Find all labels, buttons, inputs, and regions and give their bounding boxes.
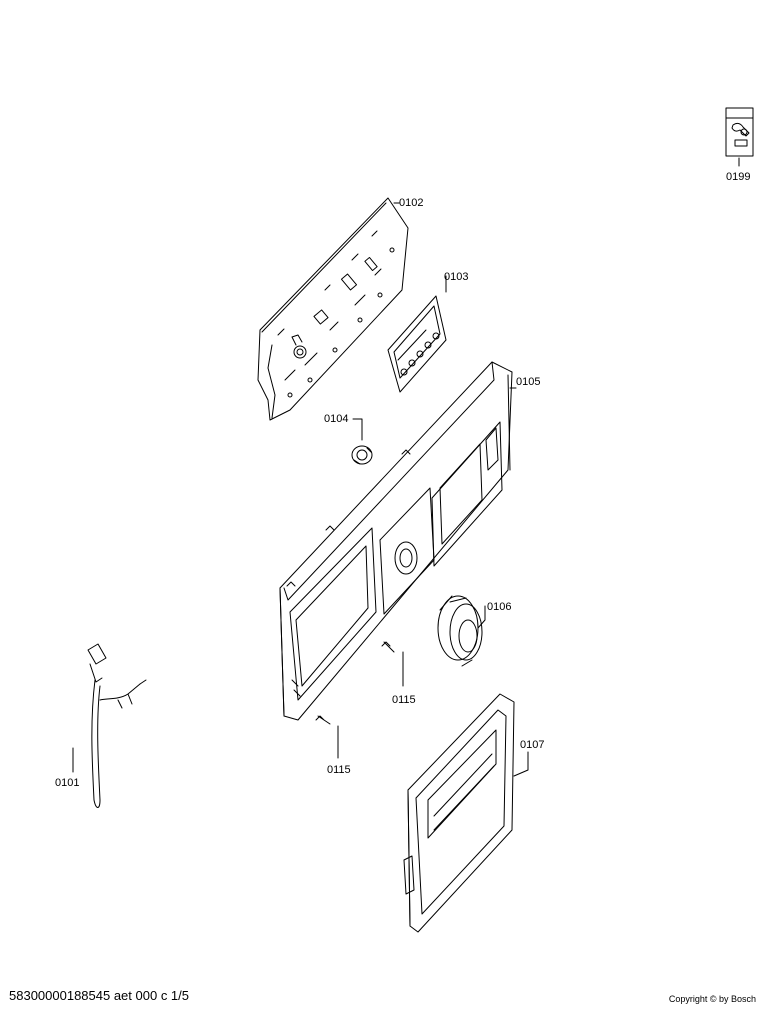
label-0103: 0103 — [444, 271, 468, 283]
program-selector-knob — [437, 595, 483, 667]
part-labels: 0199 0102 0103 0104 0105 0106 0115 0115 … — [55, 171, 750, 789]
control-fascia-panel — [279, 361, 513, 721]
document-id: 58300000188545 aet 000 c 1/5 — [9, 988, 190, 1003]
detergent-drawer-front — [403, 693, 515, 933]
tool-kit-icon — [725, 107, 754, 157]
label-0105: 0105 — [516, 376, 540, 388]
label-0199: 0199 — [726, 171, 750, 183]
selector-knob-insert — [351, 445, 373, 465]
display-panel-overlay — [387, 295, 447, 393]
label-0107: 0107 — [520, 739, 544, 751]
screw-upper — [381, 641, 395, 653]
mains-power-cable — [87, 643, 147, 808]
label-0115-lower: 0115 — [327, 764, 351, 776]
leader-0106 — [477, 605, 486, 629]
label-0101: 0101 — [55, 777, 79, 789]
leader-0104 — [352, 418, 363, 441]
screw-lower — [315, 715, 331, 725]
copyright-notice: Copyright © by Bosch — [668, 994, 756, 1004]
label-0104: 0104 — [324, 413, 348, 425]
label-0106: 0106 — [487, 601, 511, 613]
label-0115-upper: 0115 — [392, 694, 416, 706]
leader-0107 — [513, 751, 529, 777]
control-pcb-board — [257, 197, 409, 421]
label-0102: 0102 — [399, 197, 423, 209]
